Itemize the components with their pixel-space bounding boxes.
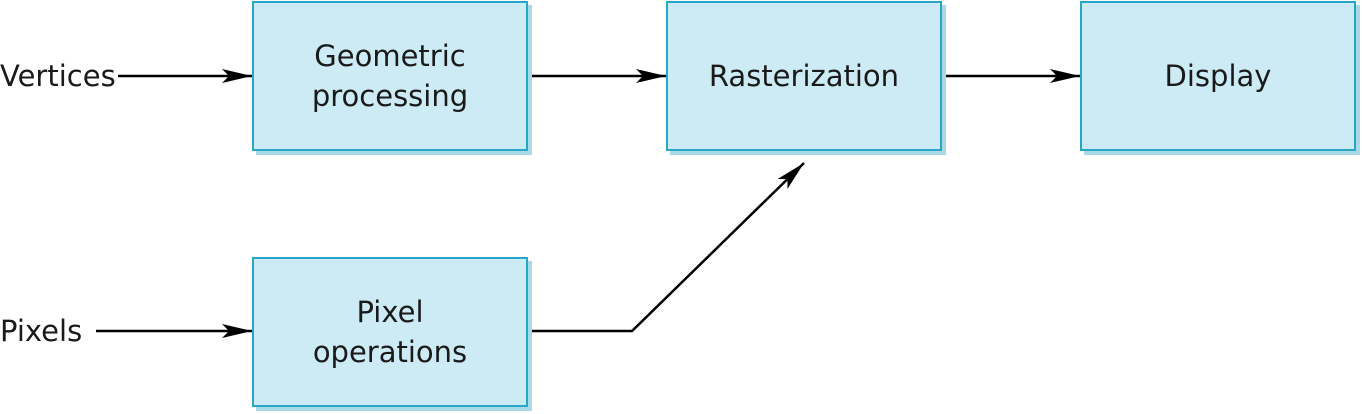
pixel-operations-box: Pixel operations	[252, 257, 528, 407]
arrow-pixel-operations-to-rasterization	[528, 162, 805, 333]
pixels-label: Pixels	[0, 314, 83, 348]
display-label: Display	[1164, 59, 1272, 93]
vertices-label: Vertices	[0, 59, 116, 93]
pixel-operations-line2: operations	[312, 335, 468, 369]
geometric-processing-line1: Geometric	[314, 39, 466, 73]
pixel-operations-line1: Pixel	[356, 295, 424, 329]
rasterization-label: Rasterization	[708, 59, 900, 93]
display-box: Display	[1080, 1, 1356, 151]
rasterization-box: Rasterization	[666, 1, 942, 151]
geometric-processing-line2: processing	[311, 79, 469, 113]
geometric-processing-box: Geometric processing	[252, 1, 528, 151]
